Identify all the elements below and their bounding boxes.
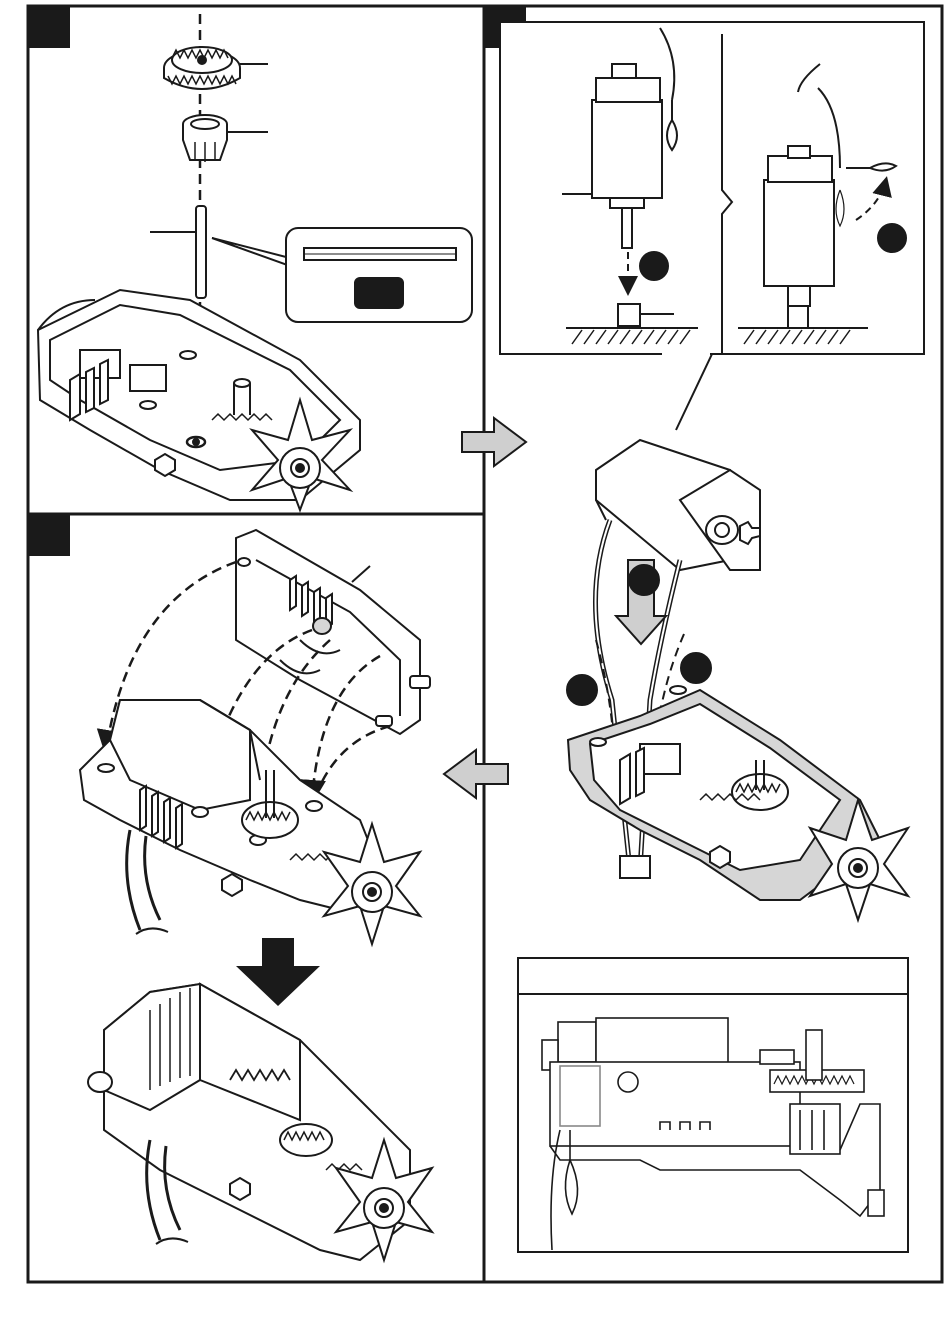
gearbox-housing-with-motor (568, 686, 908, 920)
pinion-on-ground-left (618, 304, 640, 326)
metal-shaft-part (196, 206, 206, 298)
step-marker-2c (629, 565, 659, 595)
motor-detail-inset (500, 22, 924, 354)
panel-gear-shaft-assembly (38, 14, 472, 510)
step-marker-2a (640, 252, 668, 280)
step-marker-2b (878, 224, 906, 252)
step-marker-2e (681, 653, 711, 683)
shaft-size-badge (355, 278, 403, 308)
leader-gearbox-cover (352, 566, 370, 582)
flow-arrow-left-icon (444, 750, 508, 798)
shaft-callout-pointer (212, 238, 290, 266)
flow-arrow-right-icon (462, 418, 526, 466)
housing-motor-assembly (80, 700, 420, 944)
panel-gearbox-cover-close (80, 530, 432, 1260)
assembled-gearbox (88, 984, 432, 1260)
crown-gear-part (164, 47, 240, 89)
step-marker-2d (567, 675, 597, 705)
motor-main (596, 440, 760, 570)
pinion-gear-part (183, 115, 227, 162)
down-arrow-icon (236, 938, 320, 1006)
panel-motor-pinion-install (500, 22, 924, 1252)
step-tab-3 (28, 514, 70, 556)
step-tab-1 (28, 6, 70, 48)
gearbox-cover-part (236, 530, 430, 734)
